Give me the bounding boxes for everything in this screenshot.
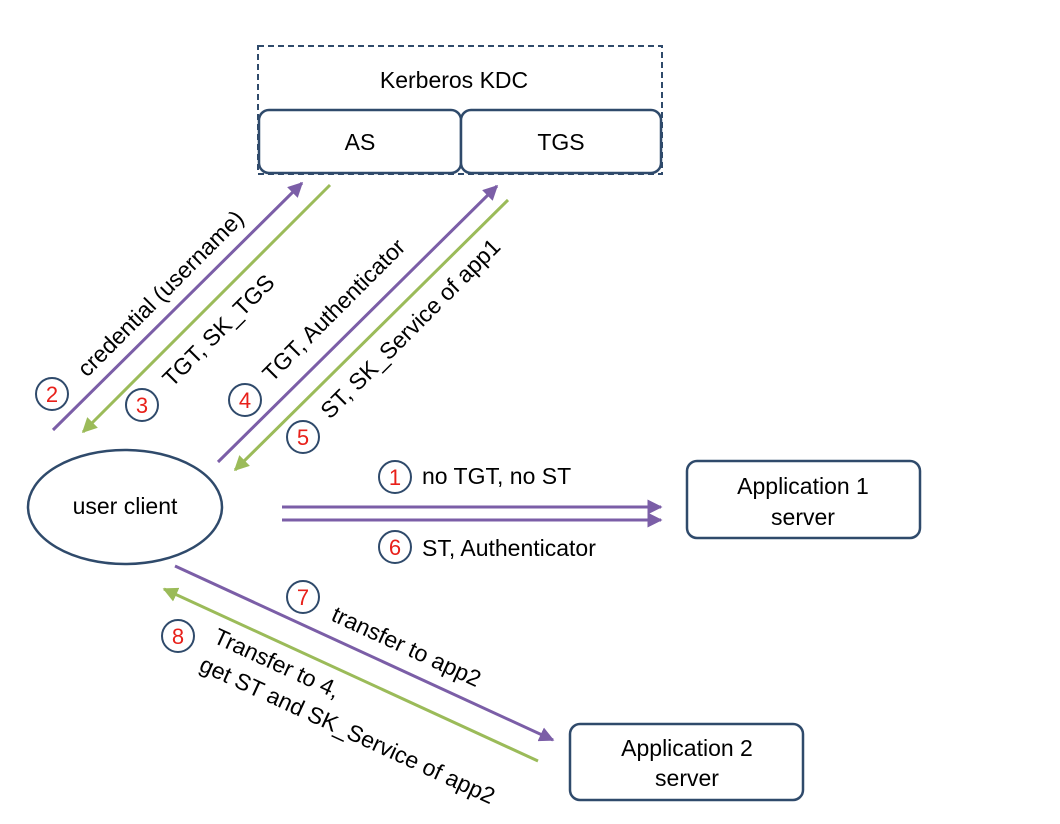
svg-text:5: 5 [297, 425, 309, 450]
kdc-title: Kerberos KDC [380, 67, 528, 93]
svg-text:7: 7 [297, 585, 309, 610]
tgs-box[interactable] [459, 108, 663, 175]
svg-text:4: 4 [239, 388, 251, 413]
svg-text:8: 8 [172, 624, 184, 649]
user-client-node[interactable]: user client [26, 448, 224, 566]
as-label: AS [345, 129, 376, 155]
app2-label-line2: server [655, 765, 719, 791]
step-badge-8: 8 [161, 619, 195, 653]
step-badge-3: 3 [125, 388, 159, 422]
tgs-label: TGS [537, 129, 584, 155]
arrow-step4-tgt-authenticator [216, 184, 499, 464]
app1-label-line2: server [771, 504, 835, 530]
app2-server-node[interactable]: Application 2 server [568, 722, 805, 802]
user-client-label: user client [73, 493, 178, 519]
svg-text:1: 1 [389, 465, 401, 490]
app2-label-line1: Application 2 [621, 735, 753, 761]
arrow-step8-transfer-back [162, 587, 539, 763]
svg-text:6: 6 [389, 535, 401, 560]
arrow-step2-credential [51, 181, 304, 432]
arrow-step5-st [233, 198, 510, 472]
step-badge-5: 5 [286, 420, 320, 454]
app1-server-node[interactable]: Application 1 server [685, 459, 922, 540]
svg-text:2: 2 [46, 382, 58, 407]
step1-label: no TGT, no ST [422, 463, 571, 489]
step-badge-7: 7 [286, 580, 320, 614]
kdc-group: Kerberos KDC AS TGS [257, 45, 663, 175]
svg-text:3: 3 [136, 393, 148, 418]
step6-label: ST, Authenticator [422, 535, 596, 561]
step-badge-1: 1 [378, 460, 412, 494]
user-client-ellipse[interactable] [26, 448, 224, 566]
arrow-step7-transfer-app2 [174, 564, 555, 742]
app2-server-box[interactable] [568, 722, 805, 802]
step-badge-6: 6 [378, 530, 412, 564]
app1-server-box[interactable] [685, 459, 922, 540]
step-badge-4: 4 [228, 383, 262, 417]
kdc-dashed-box [257, 45, 663, 175]
app1-label-line1: Application 1 [737, 473, 869, 499]
step5-label: ST, SK_Service of app1 [315, 233, 505, 423]
arrow-step3-tgt [81, 183, 332, 434]
step-badge-2: 2 [35, 377, 69, 411]
